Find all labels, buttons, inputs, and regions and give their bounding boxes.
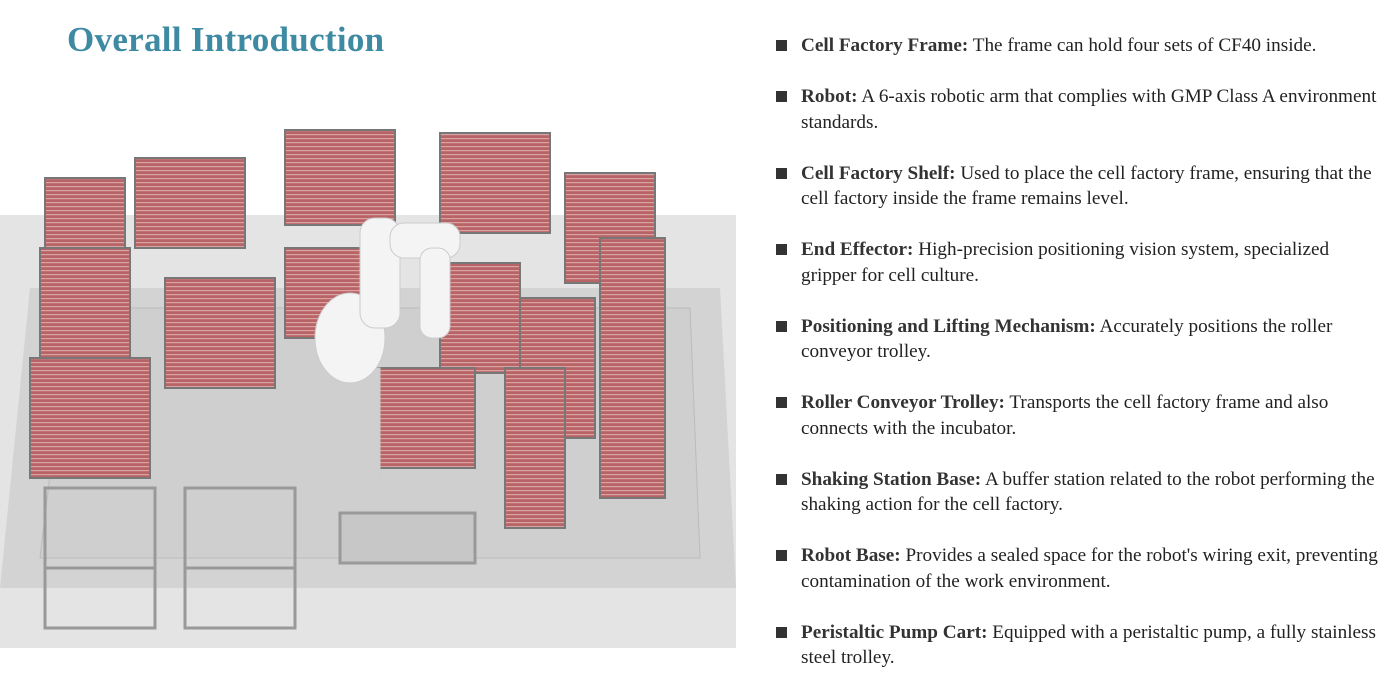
square-bullet-icon: [776, 473, 787, 485]
list-item: Positioning and Lifting Mechanism: Accur…: [776, 314, 1388, 365]
robot-arm: [309, 217, 461, 479]
system-rendering-image: [0, 118, 736, 648]
list-item: Cell Factory Shelf: Used to place the ce…: [776, 161, 1388, 212]
list-item: Peristaltic Pump Cart: Equipped with a p…: [776, 620, 1388, 671]
item-term: Robot Base:: [801, 545, 901, 566]
square-bullet-icon: [776, 167, 787, 179]
item-term: Roller Conveyor Trolley:: [801, 392, 1005, 413]
square-bullet-icon: [776, 320, 787, 332]
item-term: Shaking Station Base:: [801, 468, 982, 490]
page-title: Overall Introduction: [67, 20, 385, 59]
item-term: Peristaltic Pump Cart:: [801, 621, 988, 643]
item-description: Transports the cell factory frame and al…: [801, 392, 1329, 439]
square-bullet-icon: [776, 550, 787, 561]
item-description: The frame can hold four sets of CF40 ins…: [968, 35, 1317, 56]
component-list: Cell Factory Frame: The frame can hold f…: [776, 33, 1388, 696]
pump-carts: [43, 486, 477, 630]
item-term: Positioning and Lifting Mechanism:: [801, 315, 1096, 337]
item-description: A 6-axis robotic arm that complies with …: [801, 86, 1377, 133]
item-description: Used to place the cell factory frame, en…: [801, 162, 1372, 210]
item-description: Accurately positions the roller conveyor…: [801, 315, 1333, 363]
list-item: Roller Conveyor Trolley: Transports the …: [776, 390, 1388, 441]
list-item: Cell Factory Frame: The frame can hold f…: [776, 33, 1388, 59]
item-term: Cell Factory Shelf:: [801, 162, 956, 184]
square-bullet-icon: [776, 91, 787, 102]
square-bullet-icon: [776, 397, 787, 408]
item-description: High-precision positioning vision system…: [801, 239, 1330, 286]
list-item: End Effector: High-precision positioning…: [776, 237, 1388, 288]
square-bullet-icon: [776, 40, 787, 51]
list-item: Robot: A 6-axis robotic arm that complie…: [776, 84, 1388, 135]
list-item: Robot Base: Provides a sealed space for …: [776, 543, 1388, 594]
square-bullet-icon: [776, 626, 787, 638]
item-term: Cell Factory Frame:: [801, 35, 969, 56]
item-description: Provides a sealed space for the robot's …: [801, 545, 1378, 592]
square-bullet-icon: [776, 244, 787, 255]
item-description: Equipped with a peristaltic pump, a full…: [801, 621, 1376, 669]
list-item: Shaking Station Base: A buffer station r…: [776, 467, 1388, 518]
item-term: End Effector:: [801, 239, 914, 260]
item-description: A buffer station related to the robot pe…: [801, 468, 1375, 516]
item-term: Robot:: [801, 86, 858, 107]
